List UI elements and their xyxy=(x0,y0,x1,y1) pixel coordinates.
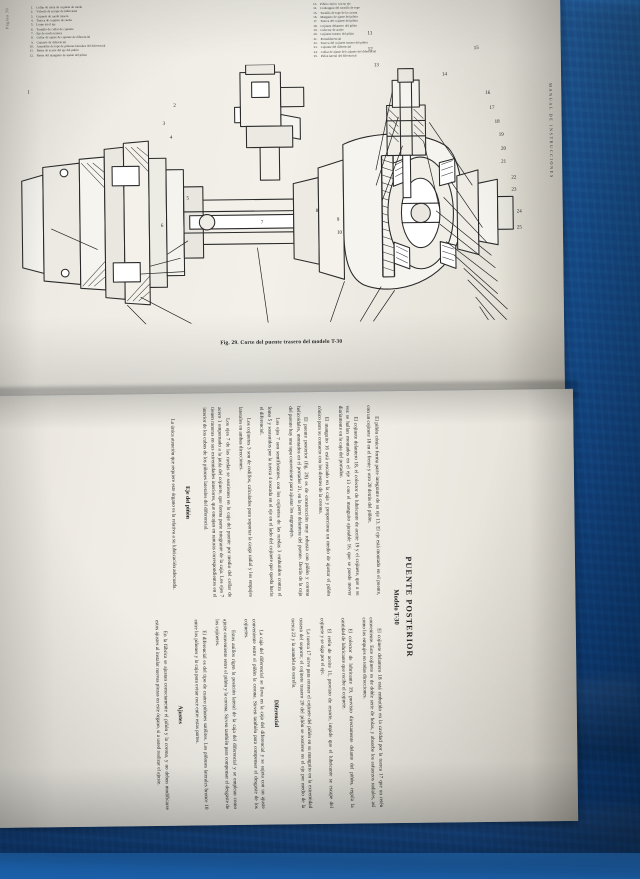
parts-list-item-number: 25. xyxy=(307,54,321,58)
body-paragraph: El cojinete delantero 18, el colector de… xyxy=(335,406,361,596)
parts-list-item-label: Piñón lateral del diferencial xyxy=(321,52,437,58)
figure-callout-10: 10 xyxy=(337,231,342,236)
figure-callout-17: 17 xyxy=(489,106,494,111)
figure-callout-15: 15 xyxy=(474,46,479,51)
parts-list-item-label: Retén del manguito de ajuste del piñón xyxy=(37,52,145,57)
figure-callout-16: 16 xyxy=(485,91,490,96)
body-paragraph: El piñón cónico forma parte integrante d… xyxy=(364,405,382,595)
body-paragraph: El cojinete delantero 18 está embutido e… xyxy=(358,617,384,807)
figure-callout-4: 4 xyxy=(170,136,173,141)
figure-callout-19: 19 xyxy=(499,133,504,138)
figure-callout-14: 14 xyxy=(442,72,447,77)
body-paragraph: El retén de aceite 11, provisto de resor… xyxy=(317,618,335,808)
body-paragraph: La única atención que requiere este órga… xyxy=(168,408,178,598)
figure-callout-6: 6 xyxy=(161,224,164,229)
figure-callout-5: 5 xyxy=(187,197,190,202)
figure-callout-3: 3 xyxy=(163,122,166,127)
figure-callout-25: 25 xyxy=(517,225,522,230)
figure-callout-11: 11 xyxy=(368,31,373,36)
text-column-left: El piñón cónico forma parte integrante d… xyxy=(162,405,381,598)
body-paragraph: El diferencial es del tipo de cuatro piñ… xyxy=(191,619,209,809)
section-title: PUENTE POSTERIOR xyxy=(402,391,416,823)
figure-callout-18: 18 xyxy=(495,120,500,125)
running-head: MANUAL DE INSTRUCCIONES xyxy=(548,83,554,179)
body-paragraph: Los ejes 7 de las ruedas se sostienen en… xyxy=(199,407,232,597)
page-heading: PUENTE POSTERIOR Modelo T-30 xyxy=(390,391,416,823)
rotated-text-block: PUENTE POSTERIOR Modelo T-30 El piñón có… xyxy=(0,391,430,828)
body-paragraph: Estos anillos rigen la posición lateral … xyxy=(212,619,238,809)
open-manual-book: Página 36 1.Collar de retén de cojinete … xyxy=(0,0,584,828)
manual-page-figure: Página 36 1.Collar de retén de cojinete … xyxy=(0,0,565,396)
text-column-right: El cojinete delantero 18 está embutido e… xyxy=(147,617,384,810)
parts-list-item-number: 12. xyxy=(23,53,37,57)
body-paragraph: Los ejes 7 son semiflotantes, con los co… xyxy=(257,406,283,596)
figure-callout-12: 12 xyxy=(368,47,373,52)
parts-list-item: 12.Retén del manguito de ajuste del piñó… xyxy=(23,52,145,58)
figure-callout-20: 20 xyxy=(501,147,506,152)
body-paragraph: El puente posterior (fig. 29) es de cons… xyxy=(285,406,311,596)
figure-callout-24: 24 xyxy=(517,209,522,214)
parts-list-item: 25.Piñón lateral del diferencial xyxy=(307,52,437,58)
figure-callout-22: 22 xyxy=(511,176,516,181)
body-paragraph: Los cojinetes 3 son de rodillos, calcula… xyxy=(236,407,254,597)
figure-callout-13: 13 xyxy=(374,63,379,68)
figure-caption: Fig. 29. Corte del puente trasero del mo… xyxy=(116,337,446,347)
page-number-label: Página 36 xyxy=(4,8,9,29)
manual-page-text: PUENTE POSTERIOR Modelo T-30 El piñón có… xyxy=(0,389,578,828)
section-subtitle: Modelo T-30 xyxy=(390,391,402,823)
body-paragraph: La caja del diferencial se lleva en la c… xyxy=(241,619,267,809)
figure-29-rear-axle-cross-section xyxy=(3,61,526,325)
body-paragraph: En la fábrica se ajustan correctamente e… xyxy=(152,620,170,810)
body-paragraph: El colector de lubricante 19, provisto d… xyxy=(337,618,355,808)
text-subheading: Eje del piñón xyxy=(181,408,192,598)
figure-callout-1: 1 xyxy=(27,90,30,95)
text-subheading: Ajustes xyxy=(174,620,185,810)
figure-callout-9: 9 xyxy=(337,218,340,223)
text-subheading: Diferencial xyxy=(270,618,281,808)
figure-callout-8: 8 xyxy=(316,209,319,214)
body-paragraph: La tuerca 17 sirve para retener el cojin… xyxy=(288,618,314,808)
body-paragraph: El manguito 16 está roscado en la caja y… xyxy=(314,406,332,596)
figure-callout-2: 2 xyxy=(173,104,176,109)
figure-callout-7: 7 xyxy=(261,221,264,226)
figure-callout-23: 23 xyxy=(511,188,516,193)
figure-callout-21: 21 xyxy=(501,160,506,165)
